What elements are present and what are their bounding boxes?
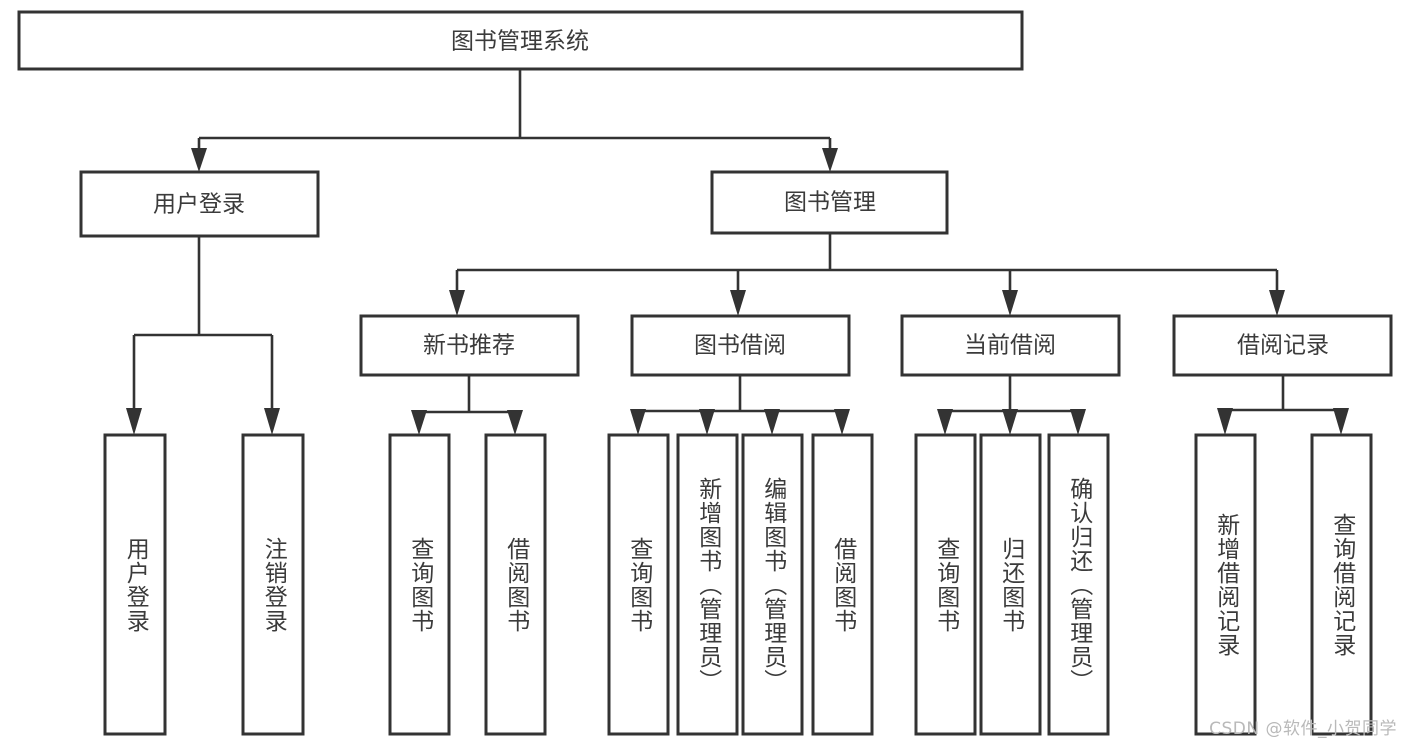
node-box-user-login[interactable]: [79, 170, 320, 238]
arrow-icon-book-manage: [822, 148, 838, 172]
node-box-leaf-new-book-2[interactable]: [484, 433, 547, 736]
arrow-icon-leaf-book-borrow-4: [834, 409, 850, 435]
connector-layer: [126, 69, 1349, 435]
node-label-book-manage: 图书管理: [784, 190, 876, 216]
node-box-leaf-borrow-record-1[interactable]: [1194, 433, 1257, 736]
arrow-icon-leaf-borrow-record-1: [1217, 408, 1233, 435]
node-box-book-borrow[interactable]: [630, 314, 851, 377]
arrow-icon-leaf-book-borrow-3: [764, 409, 780, 435]
node-label-root: 图书管理系统: [451, 29, 589, 55]
node-box-leaf-user-login-2[interactable]: [241, 433, 305, 736]
arrow-icon-leaf-new-book-1: [411, 410, 427, 435]
node-box-leaf-book-borrow-3[interactable]: [741, 433, 804, 736]
arrow-icon-new-book: [449, 290, 465, 316]
node-box-leaf-current-borrow-3[interactable]: [1047, 433, 1110, 736]
arrow-icon-leaf-new-book-2: [507, 410, 523, 435]
csdn-watermark: CSDN @软件_小贺同学: [1209, 719, 1397, 739]
arrow-icon-current-borrow: [1002, 290, 1018, 316]
arrow-icon-leaf-book-borrow-2: [699, 409, 715, 435]
arrow-icon-leaf-current-borrow-3: [1070, 409, 1086, 435]
node-box-leaf-current-borrow-2[interactable]: [979, 433, 1042, 736]
node-label-current-borrow: 当前借阅: [964, 333, 1056, 359]
node-box-new-book-recommend[interactable]: [359, 314, 580, 377]
arrow-icon-leaf-book-borrow-1: [630, 409, 646, 435]
arrow-icon-leaf-user-login-2: [264, 408, 280, 435]
node-box-leaf-book-borrow-1[interactable]: [607, 433, 670, 736]
node-box-book-manage[interactable]: [710, 170, 949, 235]
arrow-icon-leaf-current-borrow-1: [937, 409, 953, 435]
arrow-icon-borrow-record: [1269, 290, 1285, 316]
node-label-book-borrow: 图书借阅: [694, 333, 786, 359]
node-box-leaf-user-login-1[interactable]: [103, 433, 167, 736]
arrow-icon-leaf-current-borrow-2: [1002, 409, 1018, 435]
arrow-icon-leaf-user-login-1: [126, 408, 142, 435]
node-box-leaf-current-borrow-1[interactable]: [914, 433, 977, 736]
arrow-icon-user-login: [191, 148, 207, 172]
node-box-leaf-book-borrow-2[interactable]: [676, 433, 739, 736]
arrow-icon-book-borrow: [730, 290, 746, 316]
node-box-current-borrow[interactable]: [900, 314, 1121, 377]
node-layer: 图书管理系统 用户登录 图书管理 新书推荐 图书借阅 当前借阅 借阅记录: [17, 10, 1393, 736]
node-label-user-login: 用户登录: [153, 192, 245, 218]
node-box-borrow-record[interactable]: [1172, 314, 1393, 377]
node-box-leaf-book-borrow-4[interactable]: [811, 433, 874, 736]
arrow-icon-leaf-borrow-record-2: [1333, 408, 1349, 435]
node-box-leaf-new-book-1[interactable]: [388, 433, 451, 736]
node-box-root[interactable]: [17, 10, 1024, 71]
node-label-borrow-record: 借阅记录: [1237, 333, 1329, 359]
node-box-leaf-borrow-record-2[interactable]: [1310, 433, 1373, 736]
node-label-new-book-recommend: 新书推荐: [423, 333, 515, 359]
